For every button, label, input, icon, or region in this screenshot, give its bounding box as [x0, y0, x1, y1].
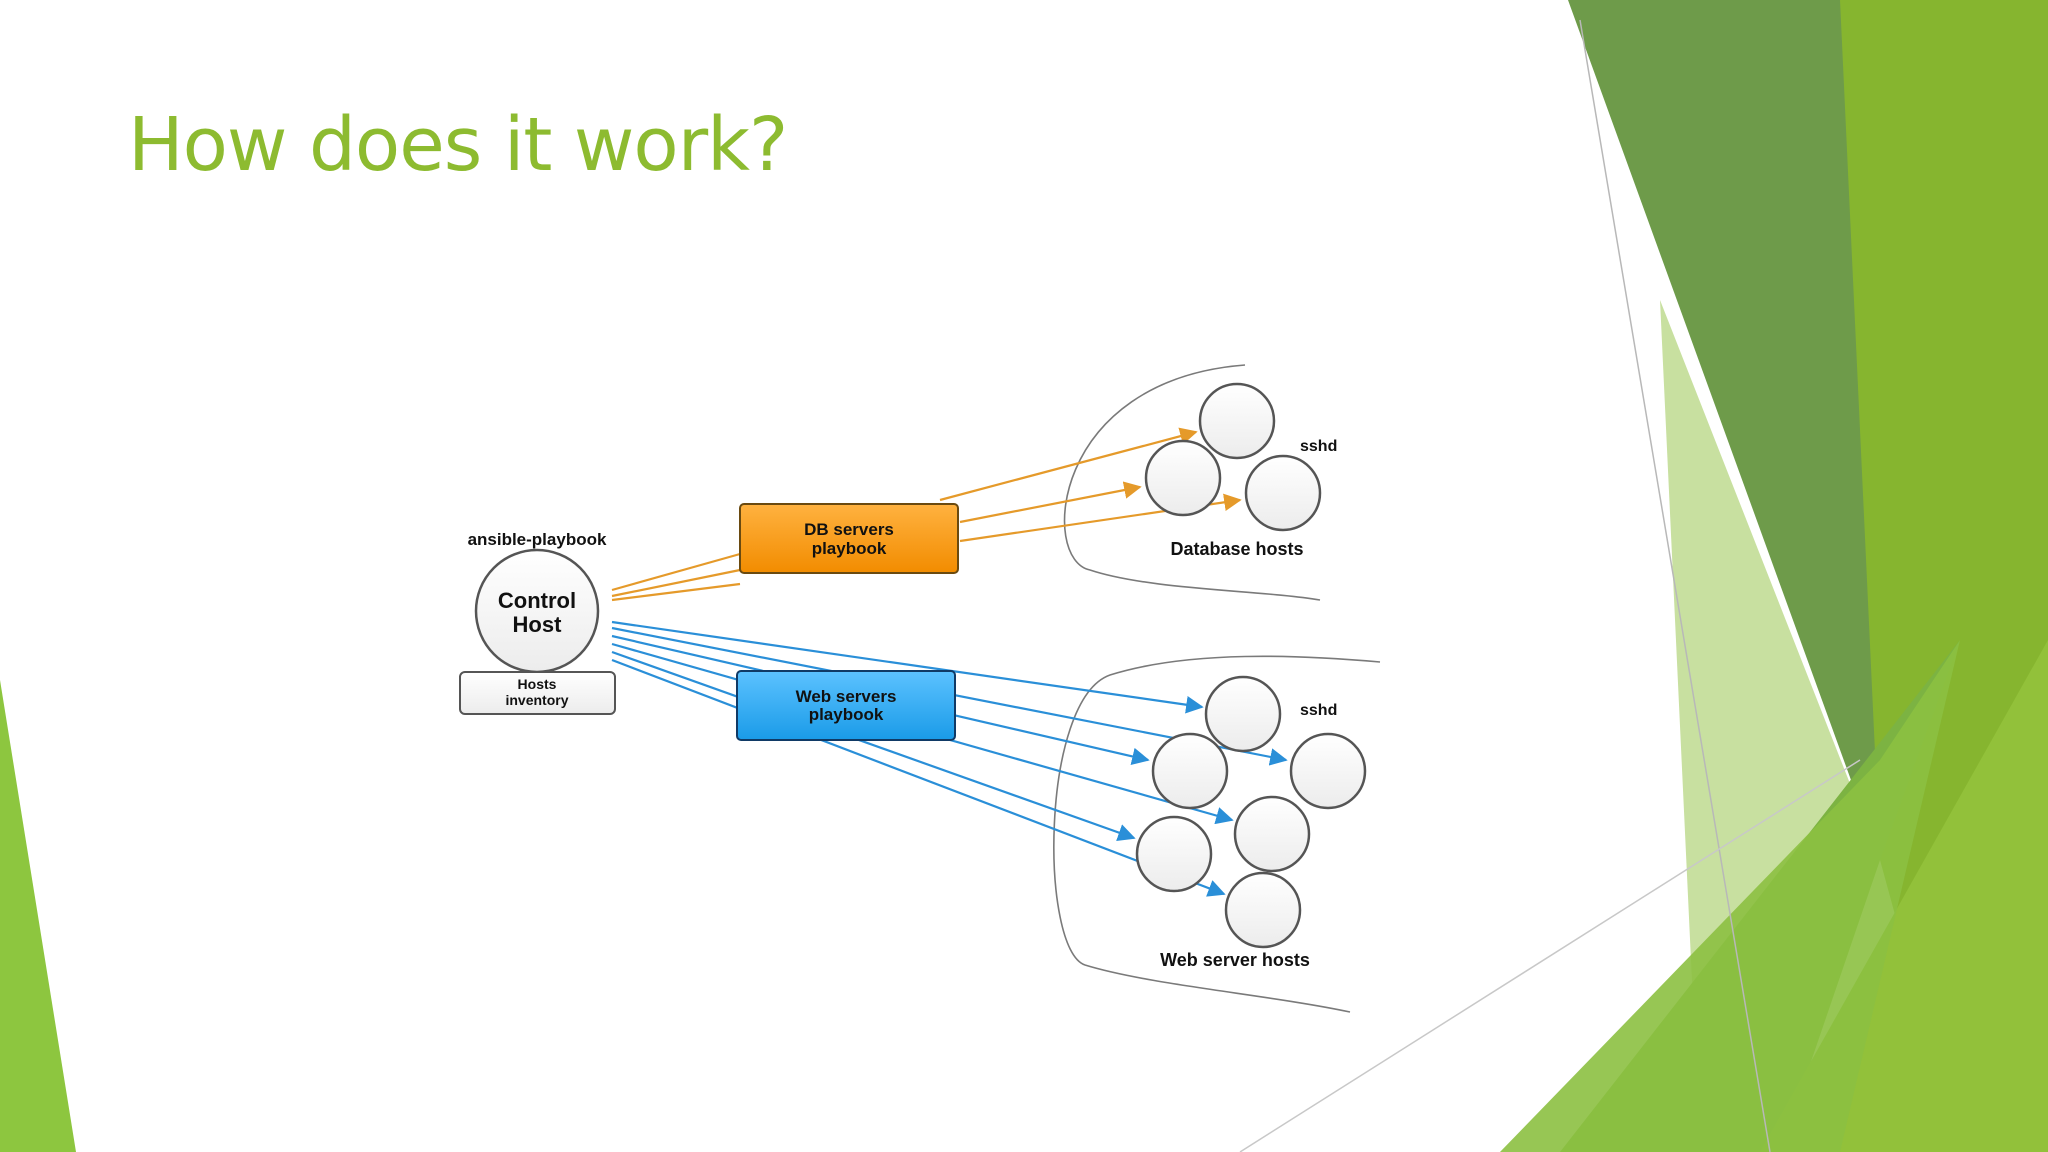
- web-arrow-5: [611, 650, 1136, 841]
- web-host-node-4: [1233, 795, 1311, 873]
- control-host-label-line2: Host: [513, 612, 563, 637]
- web-sshd-label: sshd: [1300, 702, 1337, 719]
- database-host-node-1: [1198, 382, 1276, 460]
- slide-title: How does it work?: [128, 102, 788, 188]
- web-arrow-6: [611, 658, 1226, 897]
- web-host-node-1: [1204, 675, 1282, 753]
- web-group-boundary: [1053, 655, 1381, 1013]
- database-host-node-3: [1244, 454, 1322, 532]
- control-to-db-line-2: [611, 568, 741, 598]
- hosts-inventory-line2: inventory: [505, 692, 568, 708]
- database-hosts-label: Database hosts: [1170, 539, 1303, 559]
- control-to-db-line-1: [611, 552, 741, 592]
- ansible-playbook-caption: ansible-playbook: [468, 530, 607, 549]
- web-host-node-6: [1224, 871, 1302, 949]
- left-green-shape: [0, 680, 76, 1152]
- web-host-node-3: [1151, 732, 1229, 810]
- db-arrow-1: [939, 427, 1198, 502]
- hosts-inventory-line1: Hosts: [518, 676, 557, 692]
- db-playbook-line2: playbook: [812, 539, 887, 558]
- hosts-inventory-box: [459, 671, 616, 715]
- database-sshd-label: sshd: [1300, 438, 1337, 455]
- database-host-node-2: [1144, 439, 1222, 517]
- web-arrow-1: [611, 620, 1204, 714]
- control-host-label-line1: Control: [498, 588, 576, 613]
- bottom-green-shape: [1500, 640, 1960, 1152]
- web-host-node-5: [1135, 815, 1213, 893]
- database-group-boundary: [1063, 364, 1321, 601]
- web-server-hosts-label: Web server hosts: [1160, 950, 1310, 970]
- web-playbook-line1: Web servers: [796, 687, 897, 706]
- db-servers-playbook-box: [739, 503, 959, 574]
- thin-line-diagonal: [1239, 759, 1861, 1152]
- thin-line-vertical: [1579, 19, 1771, 1152]
- control-to-db-line-3: [611, 582, 741, 602]
- db-playbook-line1: DB servers: [804, 520, 894, 539]
- web-servers-playbook-box: [736, 670, 956, 741]
- web-playbook-line2: playbook: [809, 705, 884, 724]
- db-arrow-2: [959, 481, 1142, 524]
- web-host-node-2: [1289, 732, 1367, 810]
